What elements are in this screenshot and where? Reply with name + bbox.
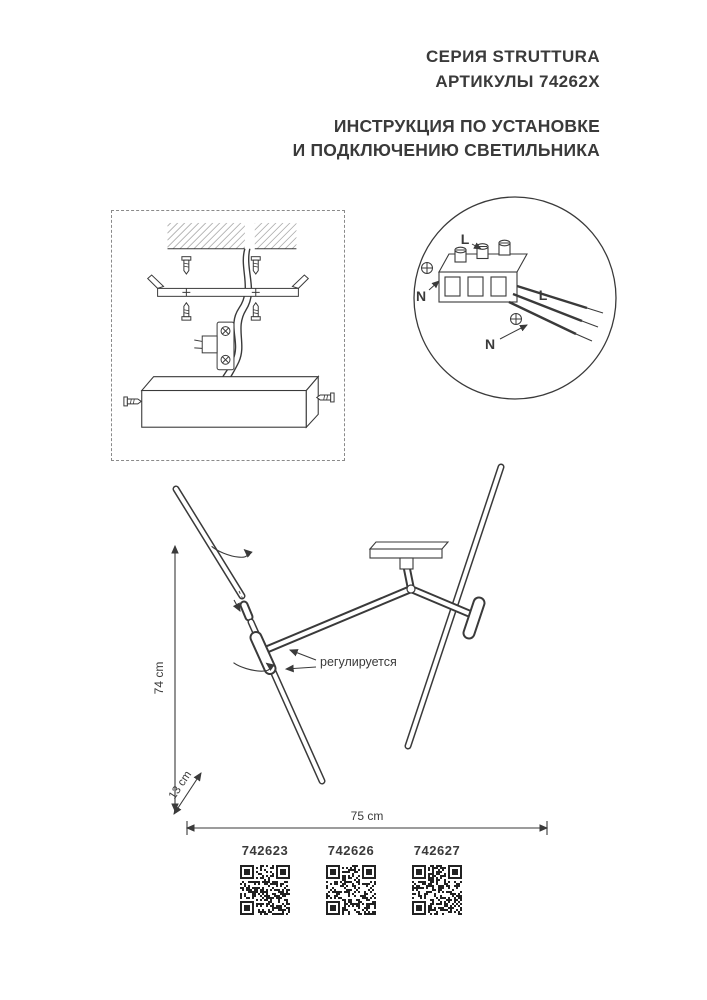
wiring-detail-drawing: L N L N [413, 196, 617, 400]
bracket-screw-holes [182, 288, 260, 297]
qr-item: 742626 [308, 843, 394, 920]
qr-code-742626 [326, 865, 376, 915]
qr-section: 742623 742626 742627 [222, 843, 480, 920]
canopy [368, 541, 450, 570]
support-arms [259, 565, 479, 655]
mounting-bracket [146, 274, 310, 297]
header: СЕРИЯ STRUTTURA АРТИКУЛЫ 74262X ИНСТРУКЦ… [293, 44, 600, 162]
qr-code-742627 [412, 865, 462, 915]
rod-connector [239, 600, 254, 622]
series-title: СЕРИЯ STRUTTURA [426, 47, 600, 66]
clamp-screw-heads [194, 327, 229, 364]
screw-symbol-icon [421, 262, 522, 325]
label-n-left: N [416, 288, 426, 304]
fixture-base [140, 375, 320, 429]
n-left-arrow-icon [428, 280, 440, 291]
dim-width-label: 75 cm [351, 809, 384, 823]
instruction-title-line2: И ПОДКЛЮЧЕНИЮ СВЕТИЛЬНИКА [292, 139, 600, 160]
cable-clamp [201, 321, 235, 371]
label-l-top: L [461, 231, 470, 247]
n-bottom-arrow-icon [499, 324, 528, 340]
instruction-title-line1: ИНСТРУКЦИЯ ПО УСТАНОВКЕ [333, 116, 600, 136]
adjust-arrow-icon [284, 664, 317, 673]
qr-item: 742627 [394, 843, 480, 920]
label-n-bottom: N [485, 336, 495, 352]
label-l-right: L [539, 287, 548, 303]
dim-height-label: 74 cm [152, 662, 166, 695]
articles-title: АРТИКУЛЫ 74262X [435, 72, 600, 91]
left-rod-upper [172, 485, 246, 600]
mounting-diagram [111, 210, 345, 461]
qr-article-label: 742627 [413, 843, 461, 858]
dim-offset-label: 13 cm [167, 769, 194, 802]
wires [508, 284, 604, 342]
fixture-diagram: 74 cm 13 cm 75 cm [130, 450, 580, 850]
terminal-block [438, 239, 528, 303]
rotation-arrow-icon [233, 662, 275, 672]
rotation-arrow-icon [211, 545, 253, 558]
ceiling-hatch [167, 222, 297, 250]
qr-item: 742623 [222, 843, 308, 920]
qr-article-label: 742623 [241, 843, 289, 858]
qr-article-label: 742626 [327, 843, 375, 858]
adjustable-label: регулируется [320, 655, 397, 669]
qr-code-742623 [240, 865, 290, 915]
dimension-lines [171, 544, 549, 835]
wiring-detail: L N L N [405, 192, 625, 408]
l-top-arrow-icon [471, 242, 482, 250]
fixture-drawing: 74 cm 13 cm 75 cm [152, 463, 549, 835]
insert-arrow-icon [232, 599, 241, 612]
right-holder-sleeve [462, 596, 486, 640]
mounting-diagram-drawing [123, 222, 335, 429]
adjust-arrow-icon [288, 649, 317, 661]
instruction-title: ИНСТРУКЦИЯ ПО УСТАНОВКЕ И ПОДКЛЮЧЕНИЮ СВ… [293, 115, 600, 162]
